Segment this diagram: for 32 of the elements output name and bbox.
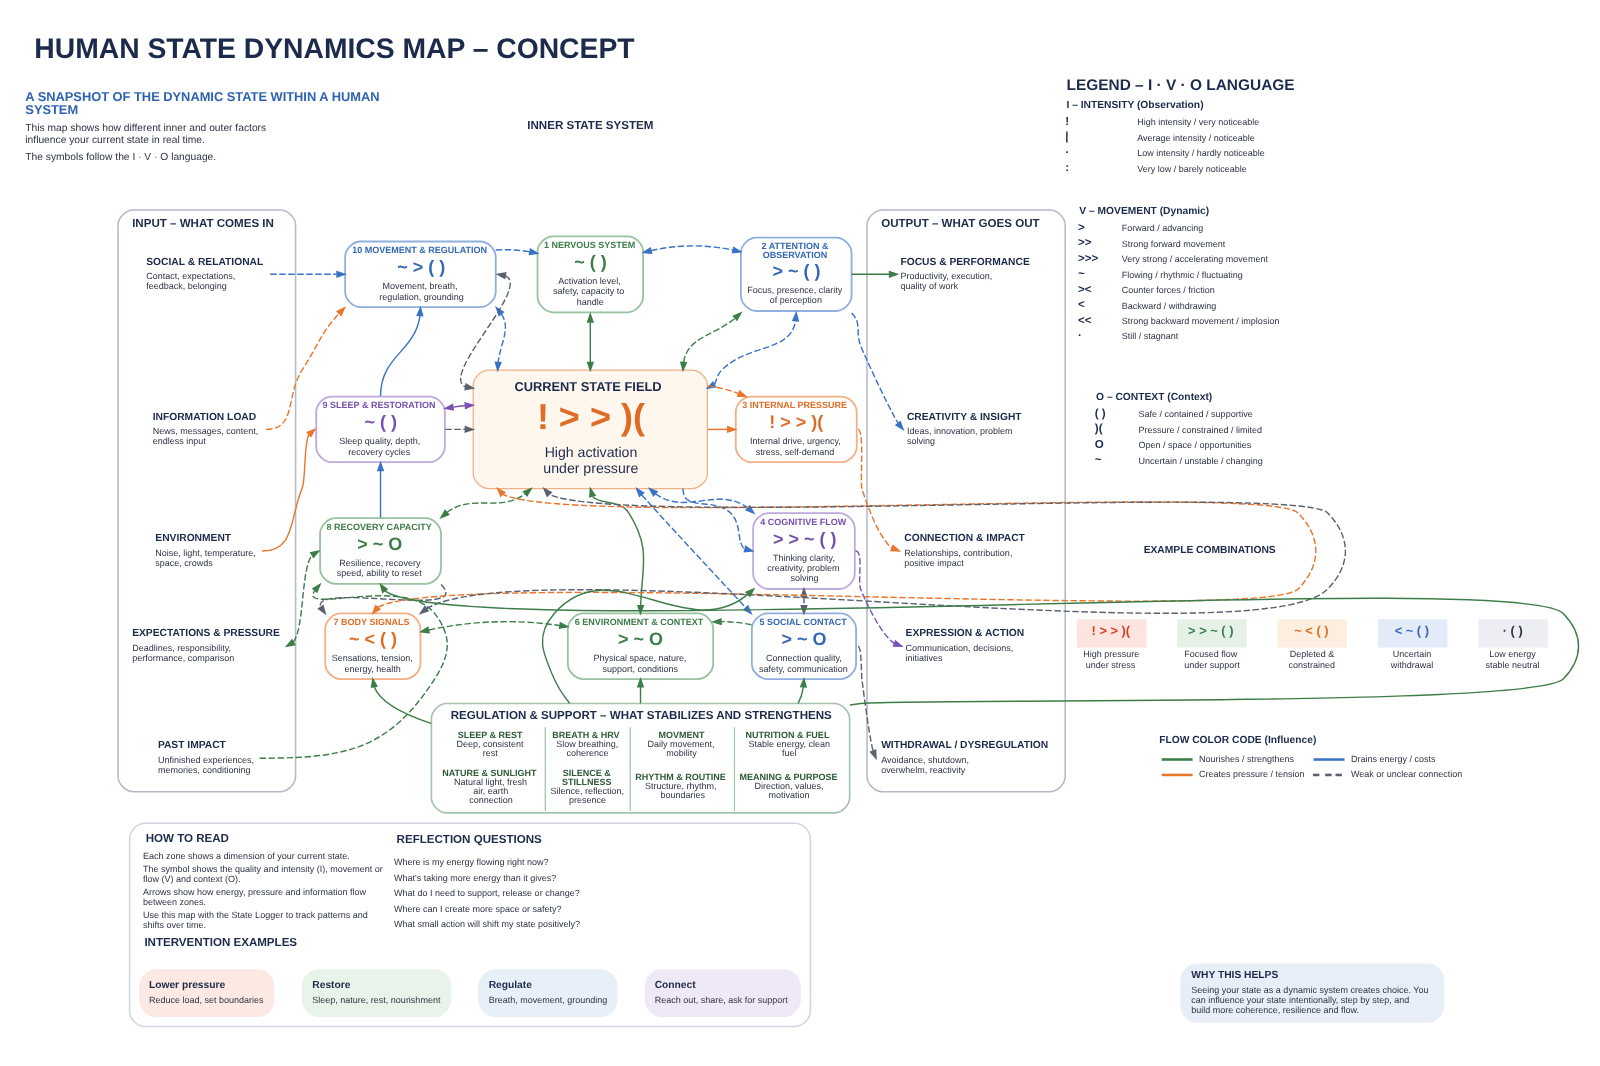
arrow (376, 460, 385, 519)
arrow (707, 425, 738, 434)
arrow (797, 676, 808, 705)
arrow (284, 549, 321, 648)
arrow (317, 583, 447, 616)
arrow (857, 645, 877, 761)
arrow (379, 305, 424, 397)
arrow (443, 402, 476, 411)
arrow (589, 486, 645, 616)
arrow (707, 385, 748, 398)
arrow (265, 306, 346, 431)
arrow (679, 311, 743, 373)
arrow (854, 550, 904, 647)
arrow (494, 306, 507, 373)
arrow (850, 270, 900, 279)
arrow (258, 582, 448, 759)
arrow (682, 487, 755, 553)
arrow (439, 487, 533, 519)
arrow (269, 270, 347, 279)
arrow (444, 425, 476, 434)
arrow (647, 487, 756, 515)
arrow (857, 428, 902, 552)
arrow (460, 272, 511, 391)
arrow (370, 676, 432, 725)
arrow (641, 245, 743, 255)
arrow (586, 312, 595, 373)
arrow (850, 312, 905, 432)
arrow (495, 248, 540, 256)
arrow (418, 620, 570, 634)
arrow (261, 428, 317, 552)
diagram-title: HUMAN STATE DYNAMICS MAP – CONCEPT (34, 32, 635, 65)
arrow (711, 617, 753, 626)
